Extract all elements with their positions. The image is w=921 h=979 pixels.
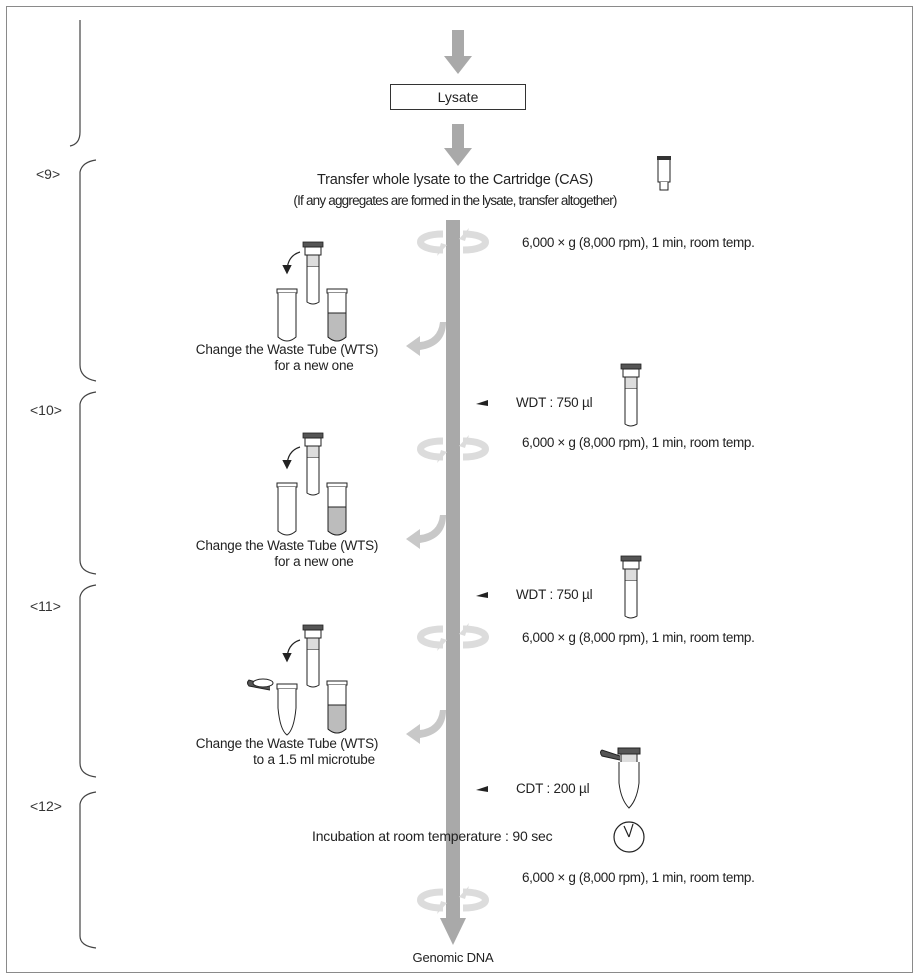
bracket-step-12 [79,791,97,949]
down-arrow-icon [440,918,466,945]
tube-icon [620,555,642,619]
tube-icon [620,363,642,427]
step-label-11: <11> [30,598,61,614]
cartridge-tube-icon [656,155,672,191]
incubation-label: Incubation at room temperature : 90 sec [312,828,553,844]
centrifuge-condition: 6,000 × g (8,000 rpm), 1 min, room temp. [522,630,755,645]
wdt-addition: WDT : 750 µl [516,587,593,602]
tube-icon [276,482,298,536]
change-waste-tube-sublabel: to a 1.5 ml microtube [253,752,375,767]
curved-arrow-icon [282,446,301,470]
figure-frame [6,6,913,973]
centrifuge-condition: 6,000 × g (8,000 rpm), 1 min, room temp. [522,235,755,250]
curved-arrow-icon [282,639,301,663]
change-waste-tube-sublabel: for a new one [274,554,354,569]
tube-icon [302,241,324,305]
change-waste-tube-label: Change the Waste Tube (WTS) [195,538,379,553]
down-arrow-icon [444,30,472,166]
microtube-icon [600,747,641,809]
bracket-step-9 [79,159,97,382]
step-label-12: <12> [30,798,62,814]
change-waste-tube-label: Change the Waste Tube (WTS) [195,342,379,357]
microtube-icon [247,678,298,736]
genomic-dna-label: Genomic DNA [412,950,494,965]
flow-column [446,220,460,925]
centrifuge-condition: 6,000 × g (8,000 rpm), 1 min, room temp. [522,870,755,885]
tube-icon [302,624,324,688]
tube-icon [326,482,348,536]
bracket-step-10 [79,391,97,575]
change-waste-tube-label: Change the Waste Tube (WTS) [195,736,379,751]
transfer-note: (If any aggregates are formed in the lys… [293,193,617,208]
branch-arrow-icon [406,322,446,744]
timer-icon [613,821,645,853]
lysate-box: Lysate [390,84,526,110]
pointer-arrow-icon [476,786,488,792]
pointer-arrow-icon [476,400,488,406]
cdt-addition: CDT : 200 µl [516,781,590,796]
transfer-instruction: Transfer whole lysate to the Cartridge (… [317,172,593,188]
step-label-10: <10> [30,402,62,418]
change-waste-tube-sublabel: for a new one [274,358,354,373]
tube-icon [326,680,348,734]
pointer-arrow-icon [476,592,488,598]
step-label-9: <9> [36,166,61,182]
tube-icon [302,432,324,496]
wdt-addition: WDT : 750 µl [516,395,593,410]
tube-icon [326,288,348,342]
bracket-step-11 [79,584,97,778]
curved-arrow-icon [282,251,301,275]
bracket-icon [69,20,97,949]
tube-icon [276,288,298,342]
centrifuge-condition: 6,000 × g (8,000 rpm), 1 min, room temp. [522,435,755,450]
